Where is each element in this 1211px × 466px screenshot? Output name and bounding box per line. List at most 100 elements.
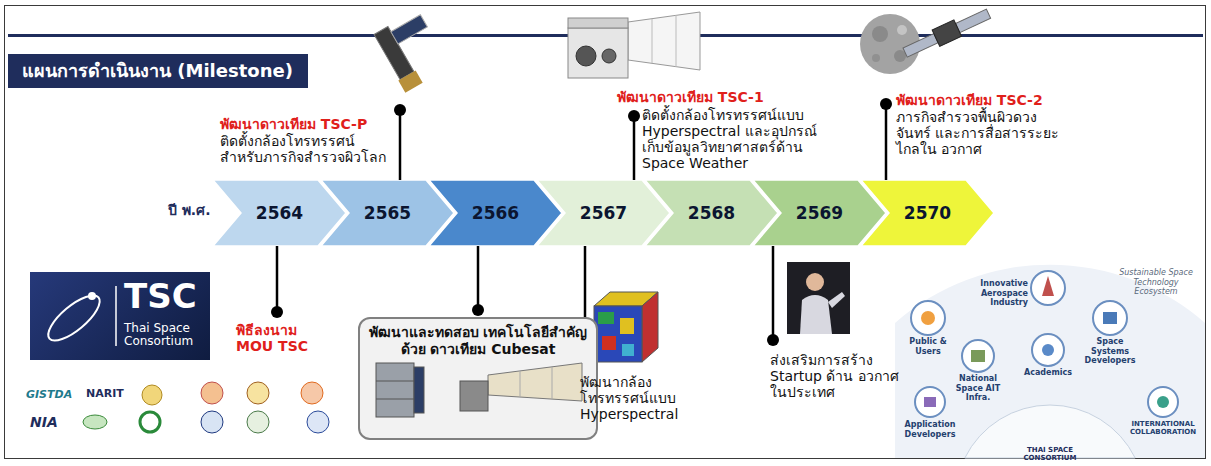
bubble-icon xyxy=(1103,312,1117,324)
chevron-fill xyxy=(861,180,994,246)
logo-wordmark: TSC xyxy=(124,278,204,315)
page-frame xyxy=(5,6,1206,459)
partner-logo xyxy=(307,411,329,433)
ecosystem-bubble xyxy=(915,387,945,417)
ecosystem-bubble xyxy=(1148,387,1178,417)
partner-logo xyxy=(201,382,223,404)
speaker-body xyxy=(800,295,832,334)
partner-logo xyxy=(140,412,160,432)
ecosystem-label: INTERNATIONAL COLLABORATION xyxy=(1128,420,1198,437)
bubble-icon xyxy=(921,311,935,325)
box-text: พัฒนาและทดสอบ เทคโนโลยีสำคัญด้วย ดาวเทีย… xyxy=(360,319,596,358)
bubble-icon xyxy=(1157,396,1169,408)
leader-dot xyxy=(271,306,283,318)
cubesat-seam xyxy=(376,381,414,382)
timeline-chevron: 2565 xyxy=(321,180,454,246)
leader-dot xyxy=(880,98,892,110)
ecosystem-bubble xyxy=(962,340,994,372)
ecosystem-label: National Space AIT Infra. xyxy=(946,374,1010,403)
partner-logo xyxy=(301,382,323,404)
connector xyxy=(472,246,484,316)
satellite-base xyxy=(398,71,422,93)
chevron-fill xyxy=(321,180,454,246)
crater xyxy=(872,54,880,62)
cubesat-picture xyxy=(360,361,596,419)
satellite-top xyxy=(568,18,628,28)
title-band: แผนการดำเนินงาน (Milestone) xyxy=(8,54,308,88)
cube-patch xyxy=(602,336,616,350)
leader-dot xyxy=(472,304,484,316)
ecosystem-bubble xyxy=(1032,334,1064,366)
cubesat-panel xyxy=(414,367,424,413)
partner-logo xyxy=(247,411,269,433)
year-label: 2564 xyxy=(256,203,303,223)
solar-panel xyxy=(628,12,700,70)
milestone-text: พัฒนาและทดสอบ เทคโนโลยีสำคัญด้วย ดาวเทีย… xyxy=(368,324,588,358)
speaker-photo xyxy=(787,262,850,334)
ecosystem-label: Academics xyxy=(1016,368,1080,378)
leader-line xyxy=(399,110,402,180)
timeline-chevron: 2568 xyxy=(645,180,778,246)
milestone-title: พิธีลงนาม MOU TSC xyxy=(236,322,326,354)
ecosystem-bubble xyxy=(1093,301,1127,335)
cube-patch xyxy=(598,312,614,324)
ecosystem-label: Space Systems Developers xyxy=(1078,337,1142,366)
milestone-note: พัฒนากล้อง โทรทรรศน์แบบ Hyperspectral xyxy=(580,374,690,422)
cube-patch xyxy=(622,344,634,356)
milestone-note: ติดตั้งกล้องโทรทรรศน์ สำหรับภารกิจสำรวจผ… xyxy=(220,133,395,165)
partner-logo xyxy=(247,382,269,404)
speaker-arm xyxy=(828,292,845,308)
leader-line xyxy=(276,246,279,312)
cube-front xyxy=(594,306,642,362)
cube-patch xyxy=(620,318,634,334)
ecosystem-label: Public & Users xyxy=(896,337,960,356)
bubble-icon xyxy=(1042,276,1054,296)
milestone-title: พัฒนาดาวเทียม TSC-2 xyxy=(896,92,1096,108)
logo-divider xyxy=(115,286,117,346)
ecosystem-bubble xyxy=(1031,271,1065,305)
satellite-body xyxy=(568,28,628,78)
chevron-fill xyxy=(537,180,670,246)
crater xyxy=(872,26,888,42)
year-label: 2570 xyxy=(904,203,951,223)
partner-name: GISTDA xyxy=(26,388,84,401)
year-label: 2566 xyxy=(472,203,519,223)
satellite-picture xyxy=(568,12,700,78)
orbit-dot xyxy=(88,292,96,300)
logo-subtitle: Thai Space Consortium xyxy=(124,322,204,348)
partner-logo xyxy=(201,411,223,433)
satellite-body xyxy=(932,20,961,46)
ecosystem-label: Application Developers xyxy=(898,420,962,439)
ecosystem-label: Innovative Aerospace Industry xyxy=(962,279,1028,308)
year-label: 2565 xyxy=(364,203,411,223)
chevron-fill xyxy=(645,180,778,246)
speaker-head xyxy=(806,273,824,291)
cube-side xyxy=(642,292,658,362)
orbit-ring xyxy=(42,288,106,348)
solar-panel xyxy=(903,34,938,57)
timeline-chevron: 2569 xyxy=(753,180,886,246)
ecosystem-label: THAI SPACE CONSORTIUM xyxy=(1000,446,1100,463)
ecosystem-bubble xyxy=(911,301,945,335)
milestone-note: ภารกิจสำรวจพื้นผิวดวงจันทร์ และการสื่อสา… xyxy=(896,109,1071,157)
solar-panel xyxy=(956,9,991,32)
leader-line xyxy=(633,116,636,180)
bubble-icon xyxy=(1042,344,1054,356)
milestone-note: ส่งเสริมการสร้าง Startup ด้าน อวกาศในประ… xyxy=(770,352,910,400)
panel-grid xyxy=(676,15,677,67)
year-label: 2567 xyxy=(580,203,627,223)
logo-panel: TSC Thai Space Consortium xyxy=(30,272,210,360)
leader-line xyxy=(772,246,775,340)
cubesat-seam xyxy=(376,399,414,400)
partner-logo xyxy=(142,385,162,405)
timeline-chevron: 2567 xyxy=(537,180,670,246)
partner-name: NIA xyxy=(30,414,74,430)
ecosystem-caption: Sustainable Space Technology Ecosystem xyxy=(1112,268,1200,297)
year-label: 2569 xyxy=(796,203,843,223)
milestone-box: พัฒนาและทดสอบ เทคโนโลยีสำคัญด้วย ดาวเทีย… xyxy=(358,317,598,440)
axis-label: ปี พ.ศ. xyxy=(168,202,218,218)
chevron-fill xyxy=(213,180,346,246)
milestone-title: พัฒนาดาวเทียม TSC-P xyxy=(220,116,395,132)
deployed-panel xyxy=(488,363,582,401)
